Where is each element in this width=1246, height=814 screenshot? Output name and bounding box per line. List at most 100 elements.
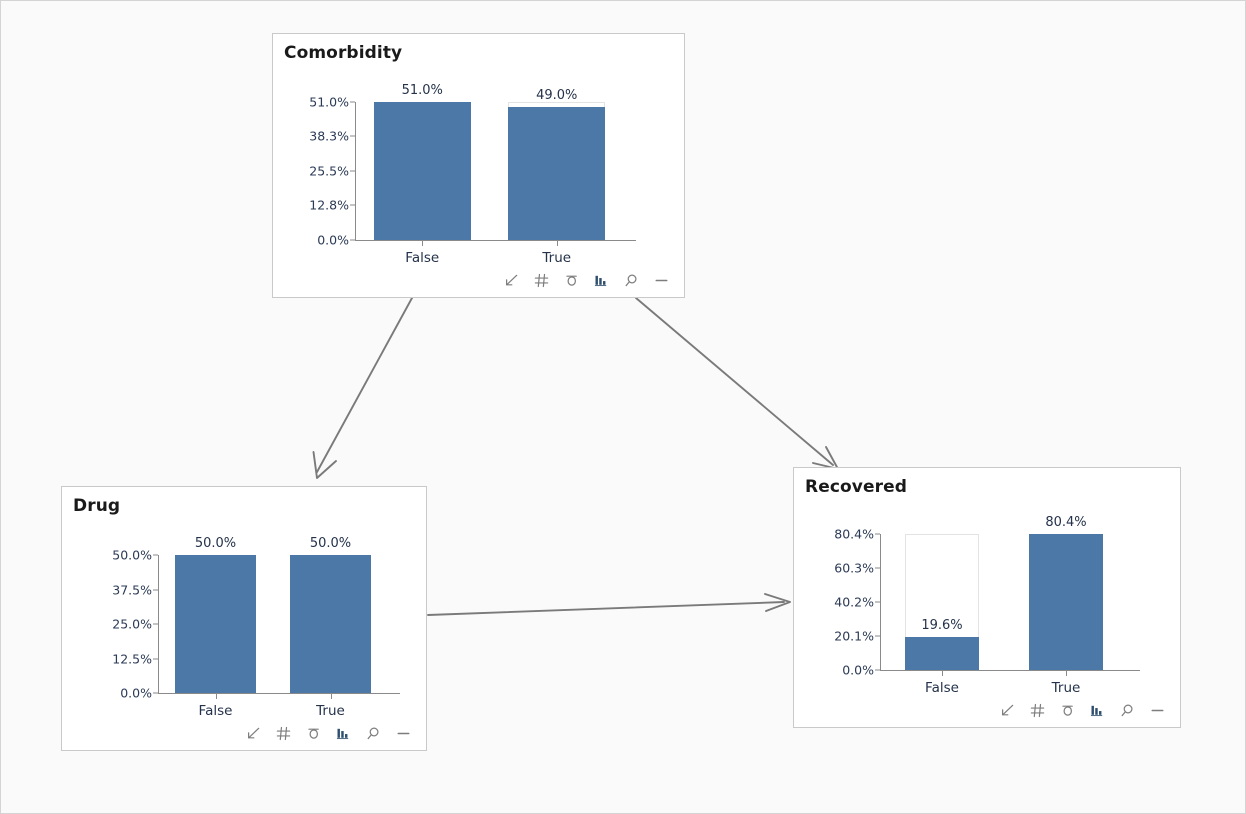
bar-value-label: 50.0%	[309, 536, 352, 551]
chart-drug: 50.0% 37.5% 25.0% 12.5% 0.0% 50.0% False 50.0% T…	[72, 533, 418, 733]
collapse-icon[interactable]	[503, 272, 520, 289]
y-tick-mark	[153, 554, 158, 556]
node-title-drug: Drug	[73, 496, 121, 516]
bar-value-label: 51.0%	[401, 83, 443, 98]
bar-chart-icon[interactable]	[1089, 702, 1106, 719]
bar-fill[interactable]	[1028, 534, 1104, 670]
y-tick-label: 0.0%	[120, 685, 152, 701]
y-tick-label: 50.0%	[112, 547, 152, 563]
node-recovered[interactable]: Recovered 80.4%60.3%40.2%20.1%0.0%19.6%F…	[793, 467, 1181, 728]
magnifier-icon[interactable]	[623, 272, 640, 289]
chart-comorbidity: 51.0% 38.3% 25.5% 12.8% 0.0% 51.0% False 49.0% T…	[283, 80, 676, 280]
y-tick-label: 38.3%	[309, 128, 349, 144]
y-tick-mark	[350, 135, 355, 137]
y-tick-mark	[875, 533, 880, 535]
toolbar-recovered[interactable]	[999, 702, 1166, 719]
x-axis-line	[158, 693, 400, 694]
x-tick-mark	[556, 241, 558, 246]
bar-group[interactable]: 50.0%	[290, 536, 371, 693]
y-tick-label: 0.0%	[317, 232, 349, 248]
x-tick-mark	[330, 694, 332, 699]
x-tick-mark	[215, 694, 217, 699]
collapse-icon[interactable]	[999, 702, 1016, 719]
bar-group[interactable]: 51.0%	[373, 83, 471, 240]
grid-icon[interactable]	[275, 725, 292, 742]
minimize-icon[interactable]	[1149, 702, 1166, 719]
x-tick-label: False	[198, 703, 233, 719]
bar-fill[interactable]	[175, 555, 256, 693]
y-axis	[72, 533, 158, 733]
y-tick-mark	[350, 239, 355, 241]
x-tick-label: True	[1051, 680, 1081, 696]
bar-group[interactable]: 80.4%	[1028, 515, 1104, 670]
y-tick-label: 12.5%	[112, 651, 152, 666]
y-tick-mark	[875, 669, 880, 671]
x-tick-mark	[1066, 671, 1067, 676]
x-tick-label: False	[925, 680, 959, 696]
x-tick-label: True	[316, 703, 345, 719]
minimize-icon[interactable]	[653, 272, 670, 289]
collapse-icon[interactable]	[245, 725, 262, 742]
edge-comorbidity-to-drug	[312, 297, 413, 479]
x-axis-line	[880, 670, 1140, 671]
y-tick-label: 60.3%	[834, 560, 874, 576]
bar-fill[interactable]	[508, 107, 606, 240]
y-tick-mark	[875, 635, 880, 637]
y-axis	[808, 512, 880, 710]
y-tick-label: 25.5%	[309, 163, 349, 179]
bar-fill[interactable]	[904, 636, 980, 670]
sigma-icon[interactable]	[563, 272, 580, 289]
edge-comorbidity-to-recovered	[635, 297, 839, 470]
node-title-comorbidity: Comorbidity	[284, 43, 403, 63]
bar-value-label: 19.6%	[921, 617, 963, 633]
bar-chart-icon[interactable]	[335, 725, 352, 742]
edge-drug-to-recovered	[427, 593, 791, 616]
y-tick-mark	[875, 567, 880, 569]
y-tick-mark	[350, 170, 355, 172]
bar-chart-icon[interactable]	[593, 272, 610, 289]
minimize-icon[interactable]	[395, 725, 412, 742]
y-tick-label: 37.5%	[112, 582, 152, 597]
x-axis-line	[355, 240, 636, 241]
grid-icon[interactable]	[533, 272, 550, 289]
y-axis-line	[158, 555, 159, 693]
node-title-recovered: Recovered	[805, 477, 907, 497]
grid-icon[interactable]	[1029, 702, 1046, 719]
y-tick-mark	[153, 658, 158, 659]
sigma-icon[interactable]	[305, 725, 322, 742]
y-tick-label: 0.0%	[842, 662, 874, 678]
y-axis-line	[355, 102, 356, 240]
bar-fill[interactable]	[290, 555, 371, 693]
y-tick-mark	[875, 601, 880, 603]
y-tick-label: 20.1%	[834, 628, 874, 644]
magnifier-icon[interactable]	[1119, 702, 1136, 719]
x-tick-mark	[422, 241, 424, 246]
bar-group[interactable]: 50.0%	[175, 536, 256, 693]
y-axis	[283, 80, 355, 280]
x-tick-mark	[942, 671, 943, 676]
y-tick-label: 12.8%	[309, 197, 349, 213]
y-tick-label: 80.4%	[834, 526, 874, 542]
bar-group[interactable]: 19.6%	[904, 534, 980, 670]
bar-value-label: 49.0%	[536, 88, 578, 104]
toolbar-drug[interactable]	[245, 725, 412, 742]
y-tick-mark	[350, 204, 355, 206]
toolbar-comorbidity[interactable]	[503, 272, 670, 289]
bar-fill[interactable]	[373, 102, 471, 240]
y-tick-mark	[350, 101, 355, 103]
y-tick-mark	[153, 623, 158, 625]
x-tick-label: True	[542, 250, 572, 266]
x-tick-label: False	[405, 250, 440, 266]
bar-value-label: 50.0%	[194, 536, 237, 551]
node-comorbidity[interactable]: Comorbidity 51.0%38.3%25.5%12.8%0.0%51.0…	[272, 33, 685, 298]
sigma-icon[interactable]	[1059, 702, 1076, 719]
bar-group[interactable]: 49.0%	[508, 88, 606, 240]
y-tick-label: 51.0%	[309, 94, 349, 110]
y-axis-line	[880, 534, 881, 670]
bar-value-label: 80.4%	[1045, 515, 1087, 530]
magnifier-icon[interactable]	[365, 725, 382, 742]
y-tick-label: 25.0%	[112, 616, 152, 632]
